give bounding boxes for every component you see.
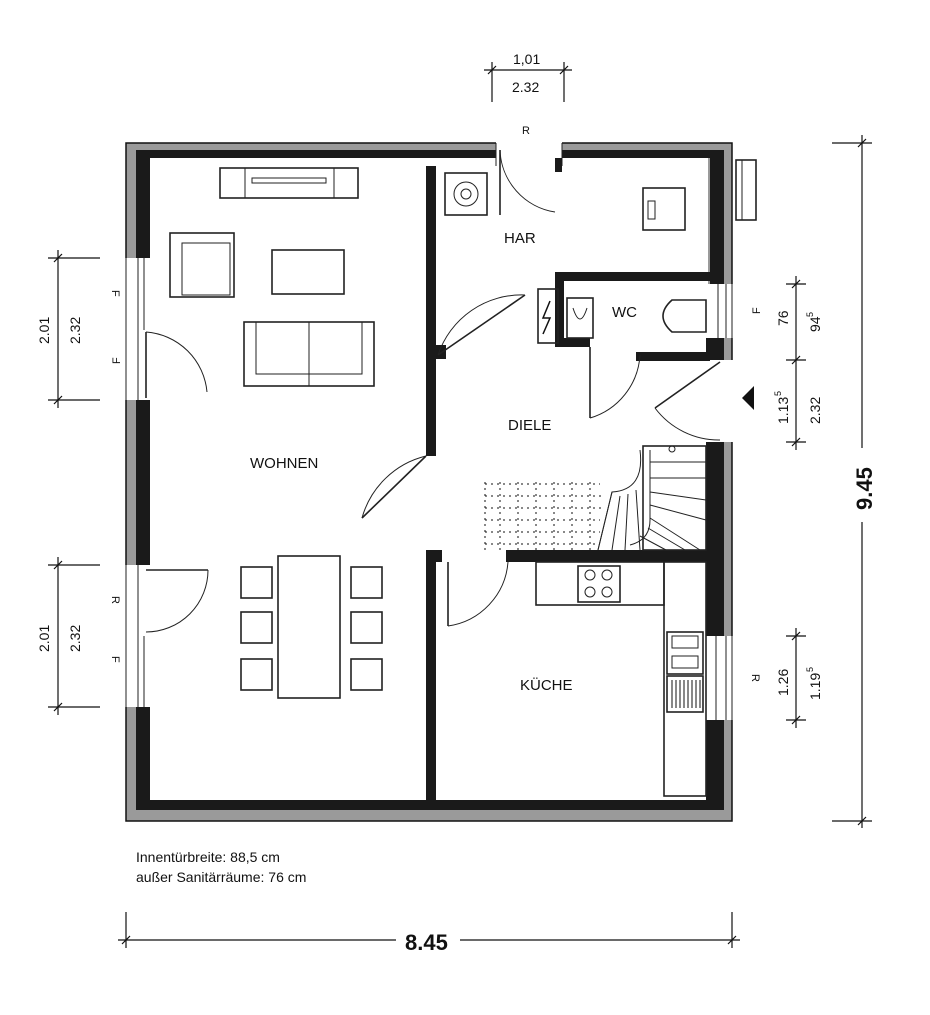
interior-walls xyxy=(426,158,720,800)
window-mark-left-lower-2: F xyxy=(109,656,121,663)
dim-overall-width: 8.45 xyxy=(405,930,448,955)
window-frames xyxy=(125,143,733,720)
dimension-lines xyxy=(48,62,872,948)
coffee-table xyxy=(271,249,345,295)
boiler xyxy=(444,172,488,216)
dim-right-entry-width: 1.13 xyxy=(775,397,791,424)
note-sanitary-exception: außer Sanitärräume: 76 cm xyxy=(136,869,307,885)
lightning-icon xyxy=(541,300,552,335)
kitchen-fixtures xyxy=(535,561,707,797)
window-mark-right-wc: F xyxy=(751,307,763,314)
dim-right-wc-height-sup: 5 xyxy=(805,312,815,317)
room-label-living: WOHNEN xyxy=(250,455,318,472)
chair xyxy=(240,611,273,644)
toilet xyxy=(662,299,707,333)
window-mark-left-upper-1: F xyxy=(109,290,121,297)
dim-right-kitchen-width: 1.26 xyxy=(775,669,791,696)
dim-right-kitchen-height-sup: 5 xyxy=(805,667,815,672)
side-counter xyxy=(663,561,707,797)
dim-overall-height: 9.45 xyxy=(852,467,877,510)
washbasin xyxy=(566,297,594,339)
room-label-wc: WC xyxy=(612,304,637,321)
utility-furniture xyxy=(444,172,686,231)
vent-box xyxy=(735,159,757,221)
wc-fixtures xyxy=(537,288,707,344)
room-label-utility: HAR xyxy=(504,230,536,247)
dim-top-door-height: 2.32 xyxy=(512,79,539,95)
electric-panel xyxy=(537,288,559,344)
window-mark-left-upper-2: F xyxy=(111,357,123,364)
chair xyxy=(350,566,383,599)
dining-table xyxy=(277,555,341,699)
window-mark-right-kitchen: R xyxy=(749,674,761,682)
dim-right-entry-height: 2.32 xyxy=(807,397,823,424)
chair xyxy=(240,658,273,691)
room-label-hall: DIELE xyxy=(508,417,551,434)
dim-right-wc-width: 76 xyxy=(775,310,791,326)
armchair xyxy=(169,232,235,298)
note-door-width: Innentürbreite: 88,5 cm xyxy=(136,849,280,865)
chair xyxy=(350,611,383,644)
dim-left-upper-height: 2.32 xyxy=(67,317,83,344)
sink-drainer xyxy=(666,675,704,713)
dim-left-lower-height: 2.32 xyxy=(67,625,83,652)
staircase xyxy=(484,445,707,551)
chair xyxy=(350,658,383,691)
dim-right-entry-width-sup: 5 xyxy=(773,391,783,396)
living-room-furniture xyxy=(169,167,383,699)
entrance-arrow-icon xyxy=(742,386,754,410)
hob xyxy=(577,565,621,603)
doors xyxy=(145,149,721,633)
dim-left-lower-width: 2.01 xyxy=(36,625,52,652)
window-mark-left-lower-1: R xyxy=(109,596,121,604)
oven xyxy=(666,631,704,675)
room-label-kitchen: KÜCHE xyxy=(520,676,573,694)
dim-left-upper-width: 2.01 xyxy=(36,317,52,344)
washing-machine xyxy=(642,187,686,231)
dim-right-kitchen-height: 1.19 xyxy=(807,673,823,700)
dim-right-wc-height: 94 xyxy=(807,316,823,332)
window-mark-top: R xyxy=(522,125,530,137)
dim-top-door-width: 1,01 xyxy=(513,51,540,67)
sideboard xyxy=(219,167,359,199)
chair xyxy=(240,566,273,599)
